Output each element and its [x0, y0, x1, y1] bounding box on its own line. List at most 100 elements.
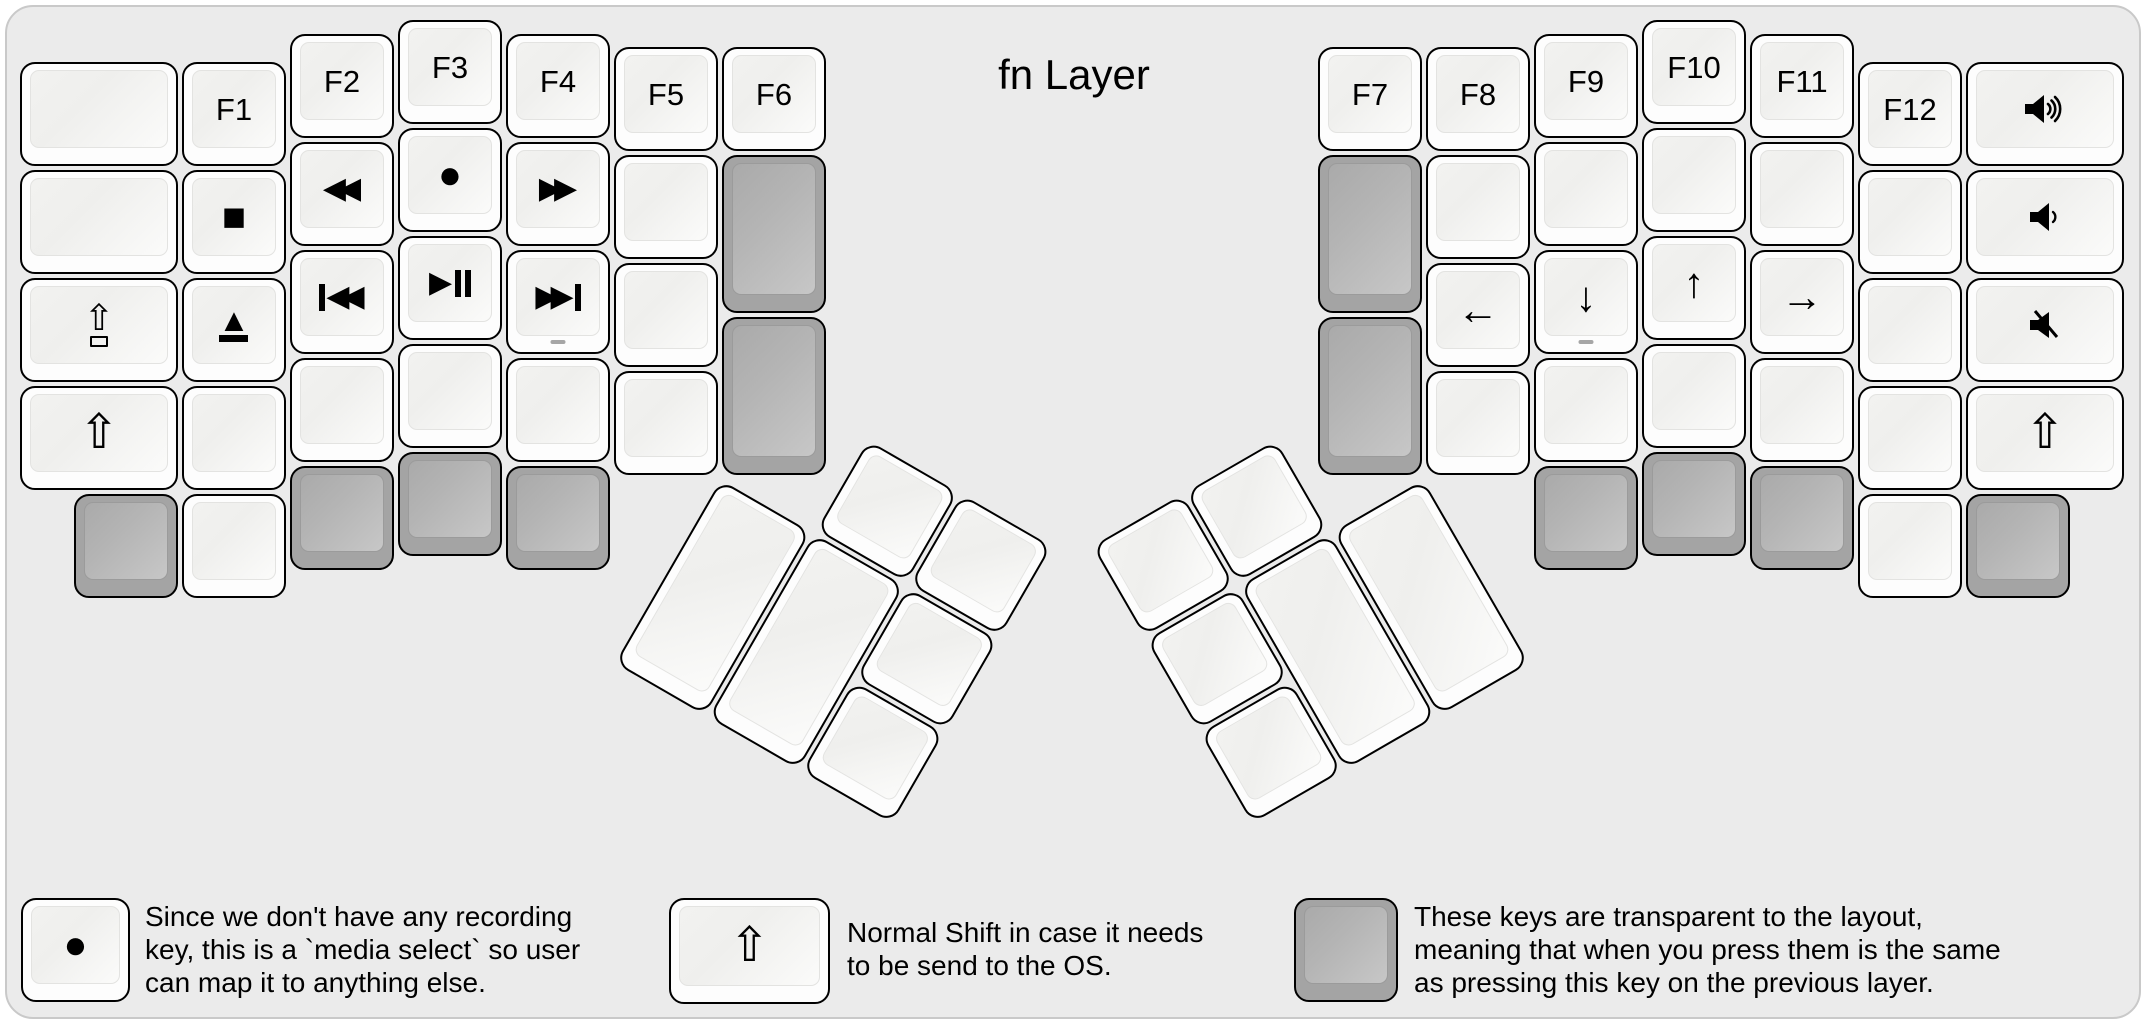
keycap-top: ■	[192, 178, 276, 257]
keycap-top	[408, 352, 492, 430]
keycap-top: F3	[408, 28, 492, 106]
keycap-top: F1	[192, 70, 276, 149]
keycap-top	[624, 163, 708, 241]
record-icon: ●	[63, 923, 88, 967]
keycap-top: F7	[1328, 55, 1412, 133]
keycap-top	[1976, 70, 2114, 149]
key-label: F7	[1351, 76, 1389, 112]
rewind-icon: ◀◀	[322, 172, 362, 206]
arrow-left-icon: ←	[1457, 286, 1499, 333]
keycap-top: F2	[300, 42, 384, 121]
key-transparent	[398, 452, 502, 556]
keycap-top: ←	[1436, 271, 1520, 349]
keycap-top	[1544, 150, 1628, 229]
key-label: F3	[431, 49, 469, 85]
keycap-top: ↑	[1652, 244, 1736, 322]
key-transparent	[506, 466, 610, 571]
keycap-top	[732, 163, 816, 295]
key-next: ▶▶	[506, 250, 610, 355]
legend-text-media-select: Since we don't have any recording key, t…	[145, 901, 581, 998]
key-label: F12	[1883, 91, 1937, 127]
key-f10: F10	[1642, 20, 1746, 124]
keycap-top: ▶▶	[516, 258, 600, 337]
keycap-top: F8	[1436, 55, 1520, 133]
key-transparent	[1966, 494, 2070, 599]
keycap-top: F4	[516, 42, 600, 121]
keycap-top: F5	[624, 55, 708, 133]
key-f6: F6	[722, 47, 826, 151]
key-f12: F12	[1858, 62, 1962, 167]
keycap-top: ⇧	[30, 286, 168, 365]
key-label: F11	[1776, 63, 1828, 99]
keycap-top: ↓	[1544, 258, 1628, 337]
key-f4: F4	[506, 34, 610, 139]
keycap-top	[624, 271, 708, 349]
key-transparent	[722, 155, 826, 313]
homing-bar	[1578, 340, 1594, 345]
keycap-top	[1868, 394, 1952, 473]
key-label: F6	[755, 76, 793, 112]
key-transparent	[1294, 898, 1398, 1002]
key-blank	[1534, 358, 1638, 463]
keycap-top: ●	[31, 906, 120, 984]
key-transparent	[1318, 155, 1422, 313]
key-record: ●	[398, 128, 502, 232]
key-blank	[1642, 344, 1746, 448]
keycap-top	[1760, 474, 1844, 553]
stop-icon: ■	[221, 195, 247, 240]
keycap-top	[30, 70, 168, 149]
key-transparent	[290, 466, 394, 571]
arrow-down-icon: ↓	[1575, 273, 1597, 321]
key-transparent	[722, 317, 826, 475]
keycap-top	[1868, 178, 1952, 257]
keycap-top	[1652, 136, 1736, 214]
keycap-top	[1544, 366, 1628, 445]
key-transparent	[1750, 466, 1854, 571]
key-f7: F7	[1318, 47, 1422, 151]
key-blank	[20, 62, 178, 167]
key-voldown	[1966, 170, 2124, 275]
volume-up-icon	[2025, 95, 2062, 124]
fast-forward-icon: ▶▶	[538, 172, 578, 206]
key-label: F2	[323, 63, 361, 99]
key-blank	[1858, 278, 1962, 383]
key-stop: ■	[182, 170, 286, 275]
key-blank	[1642, 128, 1746, 232]
keycap-top	[624, 379, 708, 457]
legend-text-normal-shift: Normal Shift in case it needs to be send…	[847, 917, 1204, 981]
keycap-top: ▲	[192, 286, 276, 365]
caps-lock-icon: ⇧	[84, 300, 114, 347]
keycap-top	[1328, 163, 1412, 295]
keycap-top: ●	[408, 136, 492, 214]
keycap-top	[30, 178, 168, 257]
key-f11: F11	[1750, 34, 1854, 139]
volume-down-icon	[2030, 203, 2057, 232]
keycap-top	[1868, 502, 1952, 581]
key-up: ↑	[1642, 236, 1746, 340]
keycap-top	[300, 366, 384, 445]
key-transparent	[1318, 317, 1422, 475]
key-shift: ⇧	[20, 386, 178, 491]
keycap-top	[1304, 906, 1388, 984]
key-right: →	[1750, 250, 1854, 355]
key-f1: F1	[182, 62, 286, 167]
key-volup	[1966, 62, 2124, 167]
keycap-top	[1868, 286, 1952, 365]
key-shift: ⇧	[1966, 386, 2124, 491]
key-blank	[1750, 358, 1854, 463]
eject-icon: ▲	[218, 304, 250, 343]
homing-bar	[550, 340, 566, 345]
key-blank	[398, 344, 502, 448]
key-label: F4	[539, 63, 577, 99]
keycap-top	[84, 502, 168, 581]
keycap-top	[1976, 286, 2114, 365]
key-f8: F8	[1426, 47, 1530, 151]
keycap-top	[408, 460, 492, 538]
key-label: F9	[1567, 63, 1605, 99]
keycap-top: ▶▶	[516, 150, 600, 229]
keycap-top: →	[1760, 258, 1844, 337]
keycap-top: ⇧	[679, 906, 820, 986]
shift-icon: ⇧	[78, 406, 120, 460]
key-blank	[614, 371, 718, 475]
keycap-top: ⇧	[30, 394, 168, 473]
